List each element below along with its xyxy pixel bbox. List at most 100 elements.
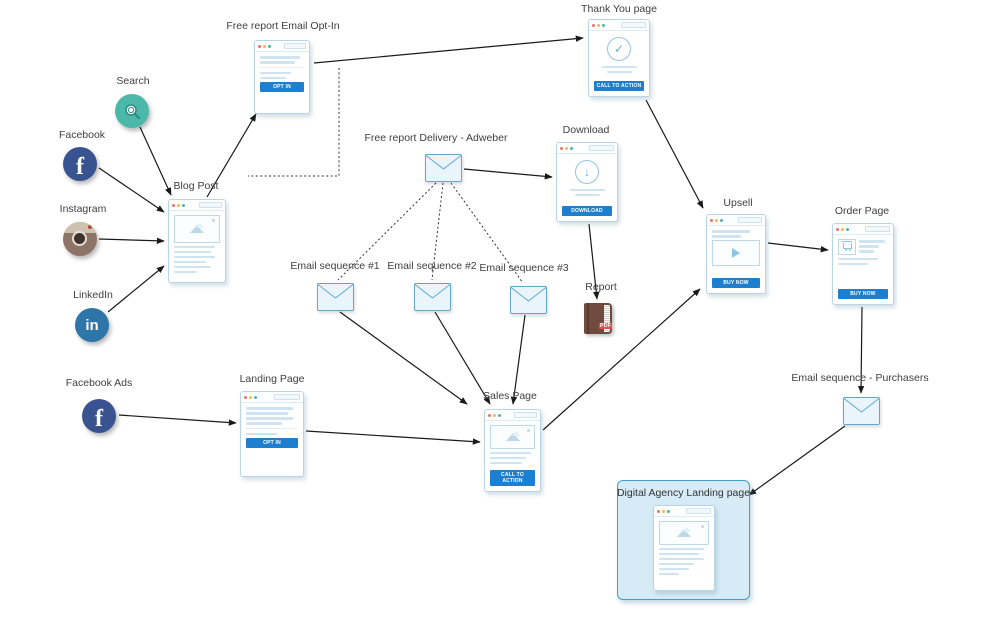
placeholder-line — [490, 461, 522, 464]
window-dot — [488, 413, 491, 417]
cart-thumb — [838, 239, 856, 255]
browser-bar — [255, 41, 309, 52]
window-dot — [172, 203, 175, 207]
book-pages — [604, 305, 610, 332]
placeholder-line — [574, 193, 600, 196]
order-lines — [859, 239, 888, 253]
window-dot — [720, 218, 723, 222]
divider — [260, 67, 304, 68]
page-order: BUY NOW — [832, 223, 894, 305]
placeholder-line — [246, 412, 288, 415]
browser-bar — [833, 224, 893, 235]
window-dot — [268, 44, 271, 48]
magnifier-glyph — [124, 103, 140, 119]
page-content — [169, 211, 225, 282]
envelope-glyph — [317, 283, 354, 311]
window-dot — [570, 146, 573, 150]
label-search: Search — [116, 75, 150, 87]
image-placeholder — [174, 215, 220, 243]
placeholder-line — [859, 245, 880, 248]
label-facebook: Facebook — [58, 129, 106, 141]
window-dot — [244, 395, 247, 399]
window-dot — [597, 23, 600, 27]
address-bar — [686, 508, 711, 514]
label-free-report-opt-in: Free report Email Opt-In — [226, 20, 340, 32]
play-icon — [732, 248, 740, 258]
page-content: BUY NOW — [707, 226, 765, 293]
envelope-glyph — [425, 154, 462, 182]
linkedin-letters: in — [85, 316, 99, 334]
placeholder-line — [490, 451, 531, 454]
label-facebook-ads: Facebook Ads — [65, 377, 133, 389]
window-dot — [602, 23, 605, 27]
facebook-letter: f — [76, 153, 84, 180]
divider — [246, 428, 298, 429]
window-dot — [498, 413, 501, 417]
image-placeholder — [659, 521, 709, 545]
window-dot — [254, 395, 257, 399]
placeholder-line — [174, 270, 197, 273]
placeholder-line — [260, 71, 291, 74]
label-instagram: Instagram — [59, 203, 107, 215]
window-dot — [263, 44, 266, 48]
page-content: CALL TO ACTION — [485, 421, 540, 491]
placeholder-line — [246, 417, 293, 420]
envelope-glyph — [843, 397, 880, 425]
instagram-lens — [72, 231, 87, 246]
order-summary-row — [838, 239, 888, 255]
instagram-icon — [63, 222, 97, 256]
window-dot — [657, 509, 660, 513]
label-email-sequence-2: Email sequence #2 — [387, 260, 477, 272]
facebook-ads-letter: f — [95, 405, 103, 432]
page-content: ✓ CALL TO ACTION — [589, 31, 649, 96]
window-dot — [662, 509, 665, 513]
address-bar — [199, 202, 222, 208]
address-bar — [274, 394, 300, 400]
solid-arrows — [98, 35, 865, 496]
placeholder-line — [601, 65, 637, 68]
placeholder-line — [569, 188, 605, 191]
window-dot — [836, 227, 839, 231]
placeholder-line — [246, 407, 293, 410]
window-dot — [493, 413, 496, 417]
placeholder-line — [246, 432, 278, 435]
mountain-glyph — [677, 527, 691, 537]
window-dot — [667, 509, 670, 513]
placeholder-line — [712, 235, 741, 238]
page-content: OPT IN — [241, 403, 303, 476]
window-dot — [841, 227, 844, 231]
label-thank-you-page: Thank You page — [581, 3, 657, 15]
label-download: Download — [562, 124, 610, 136]
placeholder-line — [174, 250, 211, 253]
label-report: Report — [585, 281, 617, 293]
facebook-icon: f — [63, 147, 97, 181]
window-dot — [710, 218, 713, 222]
placeholder-line — [260, 56, 300, 59]
opt-in-button-mock: OPT IN — [260, 81, 304, 92]
placeholder-line — [859, 240, 886, 243]
dotted-connectors — [248, 68, 524, 284]
address-bar — [865, 226, 890, 232]
placeholder-line — [174, 255, 216, 258]
envelope-purchasers-icon — [843, 397, 880, 430]
label-order-page: Order Page — [834, 205, 890, 217]
opt-in-button-mock: OPT IN — [246, 437, 298, 448]
label-sales-page: Sales Page — [483, 390, 537, 402]
address-bar — [283, 43, 306, 49]
instagram-flash-dot — [88, 225, 92, 229]
label-linkedin: LinkedIn — [73, 289, 113, 301]
placeholder-line — [659, 567, 689, 570]
linkedin-icon: in — [75, 308, 109, 342]
placeholder-line — [606, 70, 632, 73]
window-dot — [565, 146, 568, 150]
placeholder-line — [659, 572, 679, 575]
address-bar — [514, 412, 537, 418]
page-content: BUY NOW — [833, 235, 893, 304]
window-dot — [258, 44, 261, 48]
page-free-report-opt-in: OPT IN — [254, 40, 310, 114]
placeholder-line — [659, 552, 699, 555]
placeholder-line — [659, 557, 704, 560]
page-landing: OPT IN — [240, 391, 304, 477]
